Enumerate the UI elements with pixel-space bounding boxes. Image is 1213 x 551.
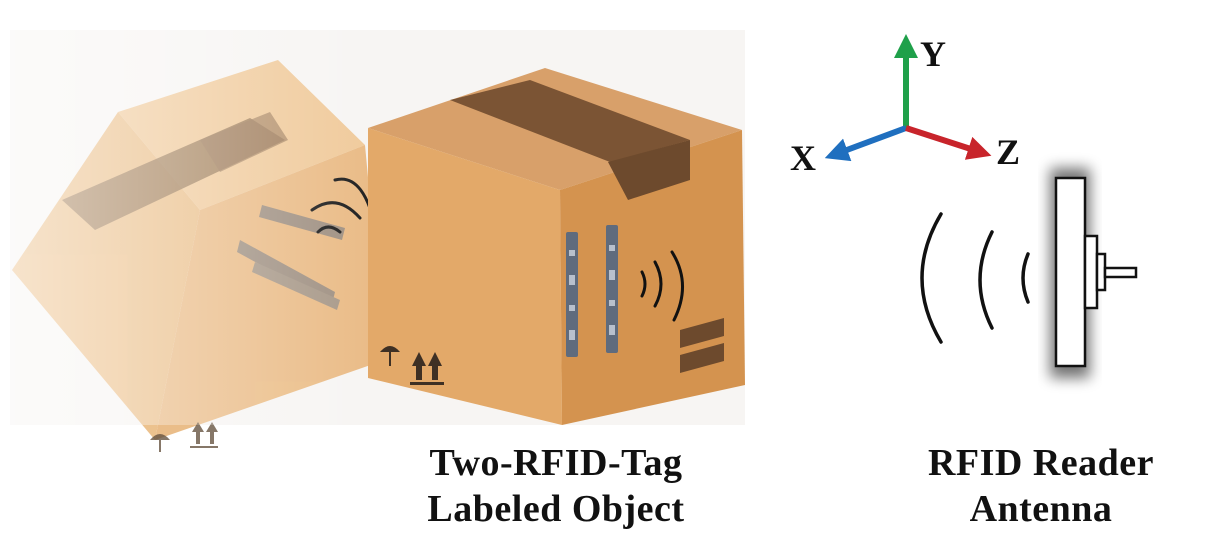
- upright-box-tape-flap: [608, 140, 690, 200]
- upright-box-icon: [368, 68, 745, 425]
- z-axis-label: Z: [996, 132, 1020, 172]
- upright-box-front-face: [368, 128, 562, 425]
- radio-wave-icon: [640, 250, 684, 322]
- upright-box-side-marks: [680, 318, 724, 373]
- antenna-wave-middle: [978, 230, 994, 330]
- tilted-box-this-way-up-icon: [190, 422, 218, 448]
- radio-wave-icon: [920, 212, 1030, 344]
- upright-box-umbrella-icon: [380, 346, 400, 366]
- antenna-wave-outer: [920, 212, 943, 344]
- z-axis-arrow: [905, 125, 992, 160]
- y-axis-label: Y: [920, 34, 946, 74]
- tilted-box-umbrella-icon: [150, 434, 170, 452]
- rfid-tag-pattern: [569, 245, 615, 340]
- rfid-tag-icon: [566, 225, 618, 357]
- rfid-antenna-icon: [1050, 168, 1138, 378]
- panel-fade-overlay: [10, 30, 370, 425]
- x-axis-label: X: [790, 138, 816, 178]
- tagged-object-caption-line1: Two-RFID-Tag: [429, 442, 683, 484]
- tagged-object-caption-line2: Labeled Object: [427, 488, 685, 530]
- antenna-panel: [1054, 176, 1087, 368]
- upright-box-tape: [450, 80, 690, 162]
- antenna-wave-inner: [1021, 252, 1030, 304]
- upright-box-this-way-up-icon: [410, 352, 444, 385]
- reader-antenna-caption-line1: RFID Reader: [927, 442, 1155, 484]
- coordinate-axes: Y X Z: [790, 34, 1020, 178]
- x-axis-arrow: [824, 125, 908, 162]
- reader-antenna-caption: RFID Reader Antenna: [896, 440, 1186, 532]
- antenna-mount: [1083, 234, 1099, 310]
- antenna-cable: [1103, 266, 1138, 279]
- tagged-object-caption: Two-RFID-Tag Labeled Object: [386, 440, 726, 532]
- reader-antenna-caption-line2: Antenna: [969, 488, 1113, 530]
